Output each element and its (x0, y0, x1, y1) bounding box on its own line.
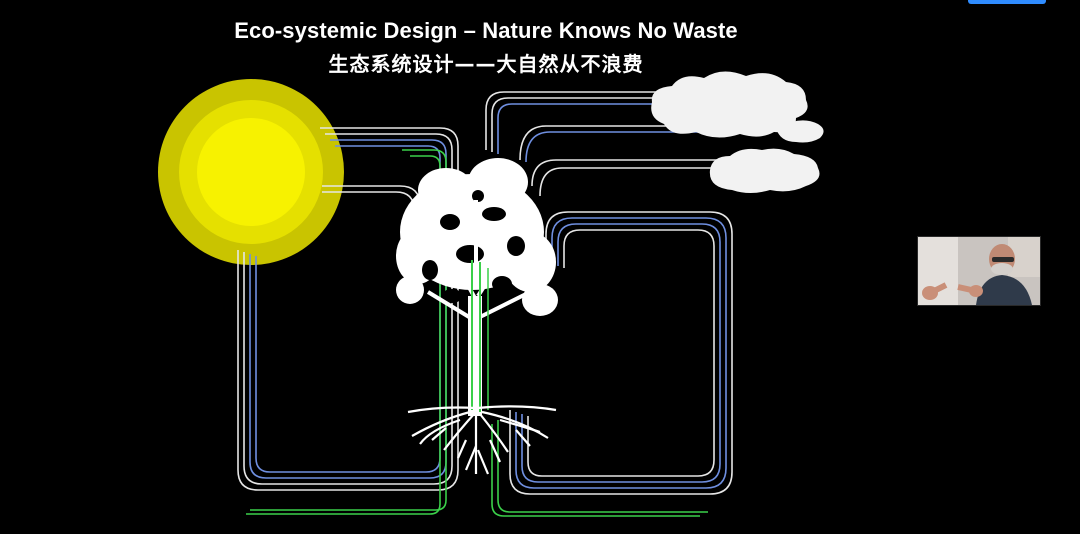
cloud-icon (651, 71, 824, 193)
root-icon (407, 405, 557, 475)
left-cycle-lines (237, 127, 459, 515)
participant-video-icon (918, 237, 1040, 305)
slide-subtitle: 生态系统设计——大自然从不浪费 (328, 52, 644, 76)
tree-icon (396, 158, 558, 416)
participant-video-tile[interactable] (917, 236, 1041, 306)
slide-title: Eco-systemic Design – Nature Knows No Wa… (234, 18, 738, 43)
sun-icon (158, 79, 344, 265)
sharing-indicator-bar[interactable] (968, 0, 1046, 4)
right-cycle-lines (485, 91, 733, 517)
